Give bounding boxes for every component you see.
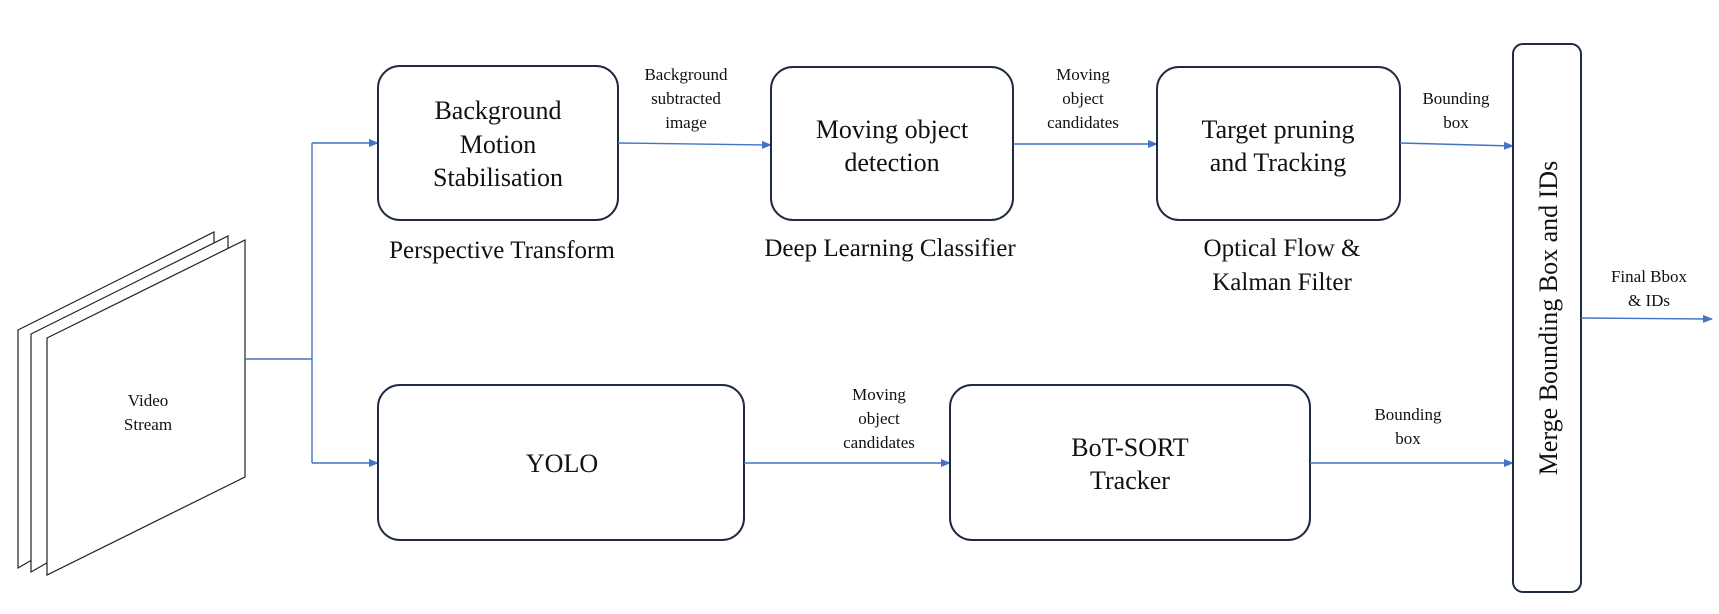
edge-bg-label-line1: Background — [644, 65, 728, 84]
tracking-label-line2: and Tracking — [1210, 148, 1347, 177]
merge-block: Merge Bounding Box and IDs — [1512, 43, 1582, 593]
stabilisation-label-line2: Motion — [460, 130, 537, 159]
tracking-caption-line2: Kalman Filter — [1212, 269, 1352, 296]
arrow-to-detection — [617, 140, 772, 149]
video-stream-label-line1: Video — [128, 391, 169, 410]
edge-bottom-bbox: Bounding box — [1310, 405, 1514, 467]
arrow-top-to-merge — [1399, 141, 1514, 150]
edge-background-subtracted: Background subtracted image — [617, 65, 772, 149]
output-edge: Final Bbox & IDs — [1580, 267, 1713, 323]
edge-top-candidates-line1: Moving — [1056, 65, 1110, 84]
stabilisation-label-line1: Background — [434, 96, 561, 125]
output-label-line1: Final Bbox — [1611, 267, 1688, 286]
detection-label-line2: detection — [844, 148, 939, 177]
edge-top-candidates-line3: candidates — [1047, 113, 1119, 132]
video-frame-front — [46, 239, 246, 576]
tracking-caption-line1: Optical Flow & — [1204, 235, 1361, 262]
detection-block: Moving object detection Deep Learning Cl… — [764, 66, 1016, 262]
yolo-block: YOLO — [377, 384, 745, 541]
edge-bottom-candidates-line1: Moving — [852, 385, 906, 404]
detection-label-line1: Moving object — [816, 115, 969, 144]
arrow-final-output — [1580, 314, 1713, 323]
tracker-box — [949, 384, 1311, 541]
edge-bottom-bbox-line2: box — [1395, 429, 1421, 448]
tracker-label-line2: Tracker — [1090, 466, 1170, 495]
edge-bottom-bbox-line1: Bounding — [1374, 405, 1442, 424]
edge-top-bbox-line2: box — [1443, 113, 1469, 132]
output-label-line2: & IDs — [1628, 291, 1670, 310]
stabilisation-block: Background Motion Stabilisation Perspect… — [377, 65, 619, 264]
stabilisation-caption: Perspective Transform — [389, 237, 615, 264]
tracker-label-line1: BoT-SORT — [1071, 433, 1189, 462]
edge-top-bbox: Bounding box — [1399, 89, 1514, 150]
yolo-label: YOLO — [526, 449, 598, 478]
video-stream-label-line2: Stream — [124, 415, 172, 434]
edge-bottom-candidates-line2: object — [858, 409, 900, 428]
video-stream-frames: Video Stream — [17, 231, 246, 576]
edge-top-candidates-line2: object — [1062, 89, 1104, 108]
tracking-label-line1: Target pruning — [1202, 115, 1355, 144]
detection-caption: Deep Learning Classifier — [764, 235, 1016, 262]
edge-bottom-candidates-line3: candidates — [843, 433, 915, 452]
edge-bottom-candidates: Moving object candidates — [744, 385, 951, 467]
edge-top-candidates: Moving object candidates — [1013, 65, 1158, 148]
split-connectors — [245, 139, 379, 467]
tracker-block: BoT-SORT Tracker — [949, 384, 1311, 541]
edge-top-bbox-line1: Bounding — [1422, 89, 1490, 108]
edge-bg-label-line3: image — [665, 113, 707, 132]
merge-label: Merge Bounding Box and IDs — [1534, 161, 1563, 475]
stabilisation-label-line3: Stabilisation — [433, 163, 563, 192]
tracking-block: Target pruning and Tracking Optical Flow… — [1156, 66, 1401, 296]
edge-bg-label-line2: subtracted — [651, 89, 721, 108]
